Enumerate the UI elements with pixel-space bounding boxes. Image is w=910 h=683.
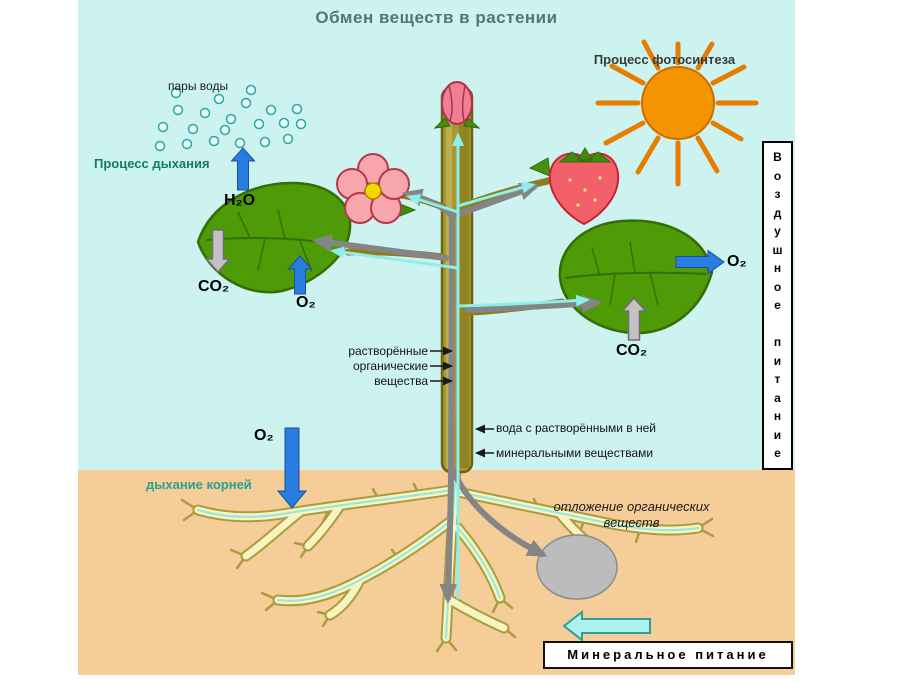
dissolved-organic-label: растворённые органические вещества [348,344,428,388]
o2-left-label: O₂ [296,294,316,311]
storage-organ [536,534,618,600]
water-vapor-label: пары воды [168,79,229,93]
co2-release-down-arrow [204,229,232,274]
root-o2-down-arrow [276,427,308,509]
root-breathing-label: дыхание корней [146,477,252,492]
organic-deposit-label: отложение органических веществ [553,499,710,530]
co2-right-label: CO₂ [616,342,648,359]
water-flow-arrows [330,132,590,600]
flower [336,153,417,224]
o2-intake-up-arrow [287,255,313,295]
h2o-label: H₂O [224,192,256,209]
soil-background [78,470,795,675]
sun-rays [595,39,759,187]
o2-release-right-arrow [675,249,725,275]
water-minerals-label: вода с растворёнными в ней минеральными … [496,421,656,460]
page-title: Обмен веществ в растении [315,8,558,27]
mineral-intake-left-arrow [562,609,651,643]
strawberry [528,147,620,226]
sun-disc [641,66,715,140]
o2-root-label: O₂ [254,427,274,444]
root-twigs [180,482,715,653]
o2-right-label: O₂ [727,253,747,270]
co2-left-label: CO₂ [198,278,230,295]
breathing-process-label: Процесс дыхания [94,156,210,171]
label-pointer-arrows [430,346,494,458]
left-leaf [196,181,352,294]
sun-icon [595,39,759,187]
air-nutrition-box: В о з д у ш н о е п и т а н и е [762,141,793,470]
bud [433,81,481,129]
water-vapor-dots [154,84,307,152]
co2-intake-up-arrow [620,296,648,341]
mineral-nutrition-box: Минеральное питание [543,641,793,669]
photosynthesis-label: Процесс фотосинтеза [593,52,736,67]
transpiration-up-arrow [230,147,256,191]
